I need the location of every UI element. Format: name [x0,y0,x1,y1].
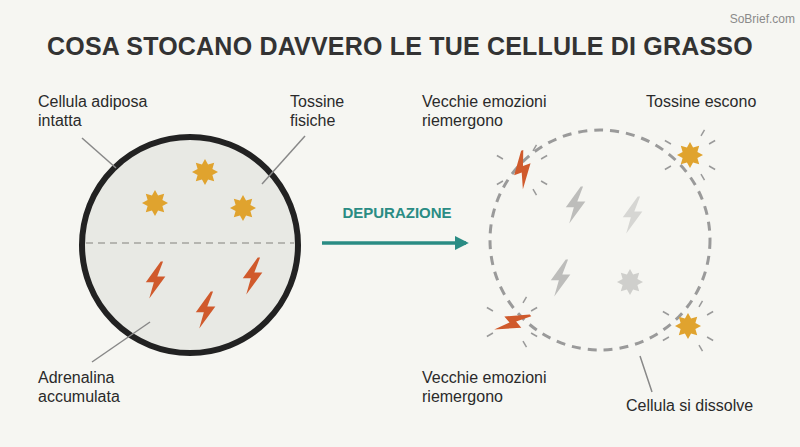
ray-stroke [533,145,537,151]
emotion-symbol [551,260,571,297]
ray-stroke [709,141,715,145]
leader-line [262,136,305,184]
callout-label: Tossine fisiche [290,92,372,130]
emotion-symbol [243,258,263,295]
ray-stroke [663,312,669,316]
callout-label: Vecchie emozioni riemergono [422,92,572,130]
ray-stroke [523,297,527,303]
ray-stroke [665,141,671,145]
ray-stroke [699,301,703,307]
emotion-symbol [196,292,216,329]
ray-stroke [497,156,503,160]
emotion-symbol [146,262,166,299]
toxin-symbol [617,269,643,295]
emotion-symbol [507,149,538,190]
ray-stroke [533,189,537,195]
ray-stroke [487,333,493,337]
callout-label: Tossine escono [646,92,786,111]
callout-label: Cellula adiposa intatta [38,92,168,130]
intact-cell [82,137,298,353]
leader-line [640,356,652,392]
toxin-symbol [677,142,703,168]
ray-stroke [531,308,537,312]
ray-stroke [709,166,715,170]
ray-stroke [531,333,537,337]
ray-stroke [701,174,705,180]
emotion-symbol [623,197,643,234]
watermark: SoBrief.com [700,12,795,26]
callout-label: Adrenalina accumulata [38,368,150,406]
ray-stroke [523,341,527,347]
ray-stroke [665,166,671,170]
ray-stroke [541,181,547,185]
toxin-symbol [230,195,256,221]
toxin-symbol [192,159,218,185]
process-arrow [322,241,466,245]
ray-stroke [707,337,713,341]
toxin-symbol [675,313,701,339]
ray-stroke [541,156,547,160]
dissolving-cell [490,130,710,350]
toxin-symbol [142,190,168,216]
leader-line [92,322,150,362]
callout-label: Vecchie emozioni riemergono [422,368,572,406]
ray-stroke [701,130,705,136]
emotion-symbol [492,303,533,342]
ray-stroke [497,181,503,185]
diagram-title: COSA STOCANO DAVVERO LE TUE CELLULE DI G… [0,32,800,61]
arrow-label: DEPURAZIONE [335,204,459,222]
ray-stroke [487,308,493,312]
ray-stroke [663,337,669,341]
ray-stroke [699,345,703,351]
leader-line [82,138,116,168]
ray-stroke [707,312,713,316]
divider-line [86,242,294,244]
callout-label: Cellula si dissolve [626,396,786,415]
emotion-symbol [566,187,586,224]
